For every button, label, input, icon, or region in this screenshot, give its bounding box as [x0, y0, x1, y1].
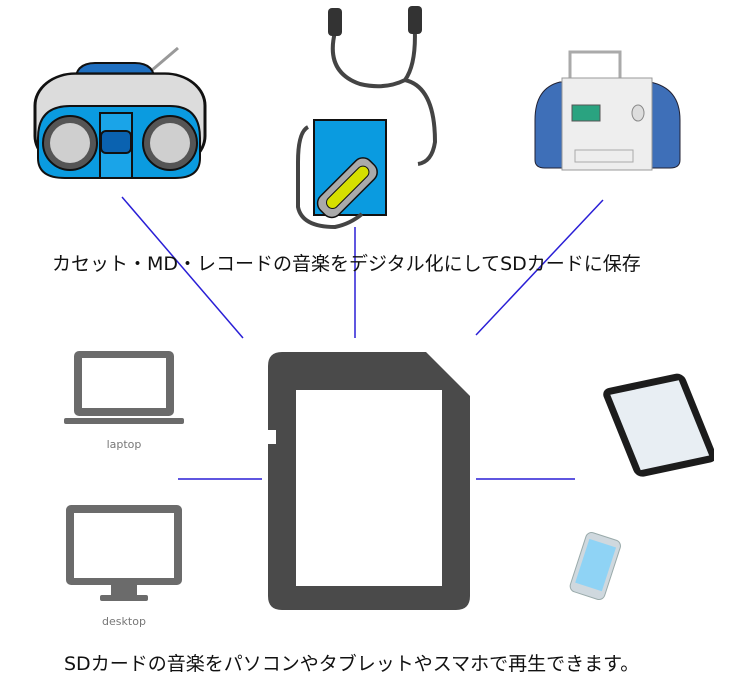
sd-card-icon	[268, 352, 470, 610]
connector-boombox	[121, 196, 244, 339]
caption-playback: SDカードの音楽をパソコンやタブレットやスマホで再生できます。	[64, 653, 640, 675]
caption-digitize: カセット・MD・レコードの音楽をデジタル化にしてSDカードに保存	[52, 253, 641, 275]
desktop-label: desktop	[102, 615, 146, 628]
connector-cd-player	[475, 199, 604, 336]
sd-card-label: SD	[317, 455, 421, 529]
laptop-icon	[64, 351, 184, 424]
laptop-label: laptop	[106, 438, 142, 451]
smartphone-icon	[569, 532, 621, 601]
desktop-monitor-icon	[66, 505, 182, 601]
tablet-icon	[603, 373, 714, 477]
cd-radio-player-icon	[534, 50, 681, 171]
cassette-boombox-icon	[33, 46, 207, 179]
walkman-headphones-icon	[296, 6, 438, 230]
